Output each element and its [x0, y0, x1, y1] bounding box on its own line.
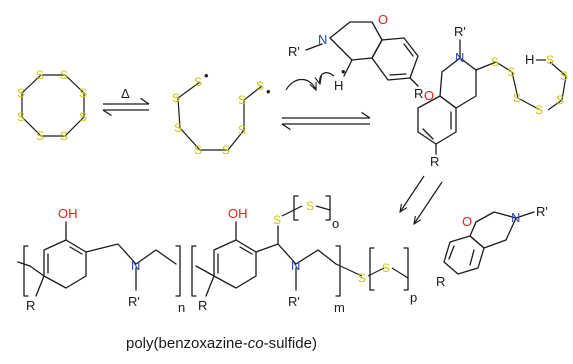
sulfur-atom: S [238, 123, 246, 137]
sulfur-atom: S [491, 55, 499, 69]
sulfur-atom: S [36, 68, 44, 82]
nitrogen-atom: N [318, 32, 327, 47]
s8-ring: S S S S S S S S [17, 68, 87, 143]
repeat-subscript-o: o [332, 216, 339, 231]
hydrogen-atom: H [525, 52, 534, 67]
sulfur-atom: S [60, 129, 68, 143]
sulfur-atom: S [194, 143, 202, 157]
sulfur-atom: S [560, 69, 568, 83]
repeat-subscript-m: m [334, 300, 345, 315]
radical-dot: • [341, 64, 346, 79]
oxygen-atom: O [424, 88, 434, 103]
heat-label: Δ [121, 86, 130, 101]
hydroxyl-group: OH [58, 206, 78, 221]
r-prime-label: R' [536, 204, 548, 219]
repeat-subscript-n: n [178, 300, 185, 315]
sulfur-atom: S [17, 110, 25, 124]
sulfur-atom: S [306, 199, 314, 213]
sulfur-atom: S [535, 103, 543, 117]
sulfur-diradical-chain: S • S S S S S S S • [172, 68, 271, 157]
oxygen-atom: O [462, 214, 472, 229]
r-prime-label: R' [128, 294, 140, 309]
nitrogen-atom: N [131, 258, 140, 273]
sulfur-atom: S [60, 68, 68, 82]
hydrogen-sulfur-chain: H S S S [525, 52, 568, 111]
radical-dot: • [204, 68, 209, 83]
sulfur-atom: S [238, 93, 246, 107]
r-label: R [198, 298, 207, 313]
hydroxyl-group: OH [228, 206, 248, 221]
benzoxazine-h-abstraction: O N R' H R • [285, 12, 423, 101]
benzoxazine-monomer: O N R' R [436, 204, 548, 289]
sulfur-atom: S [273, 213, 281, 227]
oxygen-atom: O [378, 12, 388, 27]
nitrogen-atom: N [511, 210, 520, 225]
hydrogen-atom: H [334, 78, 343, 93]
radical-dot: • [266, 84, 271, 99]
sulfur-atom: S [79, 110, 87, 124]
r-label: R [430, 154, 439, 169]
radical-transfer-equilibrium-arrow [282, 118, 370, 124]
r-label: R [26, 298, 35, 313]
r-label: R [414, 86, 423, 101]
r-label: R [436, 274, 445, 289]
repeat-subscript-p: p [410, 290, 417, 305]
sulfur-atom: S [79, 86, 87, 100]
sulfur-atom: S [382, 261, 390, 275]
polymer-caption: poly(benzoxazine-co-sulfide) [126, 335, 317, 352]
sulfur-atom: S [513, 91, 521, 105]
sulfur-atom: S [194, 75, 202, 89]
sulfur-atom: S [17, 86, 25, 100]
sulfur-atom: S [358, 271, 366, 285]
sulfur-atom: S [507, 65, 515, 79]
sulfurized-benzoxazine: N R' O R S S S S [417, 24, 543, 169]
sulfur-atom: S [36, 129, 44, 143]
r-prime-label: R' [288, 294, 300, 309]
sulfur-atom: S [172, 91, 180, 105]
polymer-structure: OH R N R' n OH R N R' S S o m [17, 195, 417, 315]
thermal-equilibrium-arrow: Δ [103, 86, 149, 110]
sulfur-atom: S [556, 93, 564, 107]
r-prime-label: R' [454, 24, 466, 39]
sulfur-atom: S [256, 79, 264, 93]
s8-ring-atoms: S S S S S S S S [17, 68, 87, 143]
r-prime-label: R' [288, 44, 300, 59]
sulfur-atom: S [174, 121, 182, 135]
polymerization-arrows [400, 175, 443, 224]
sulfur-atom: S [222, 143, 230, 157]
nitrogen-atom: N [455, 50, 464, 65]
sulfur-atom: S [546, 53, 554, 67]
nitrogen-atom: N [291, 258, 300, 273]
